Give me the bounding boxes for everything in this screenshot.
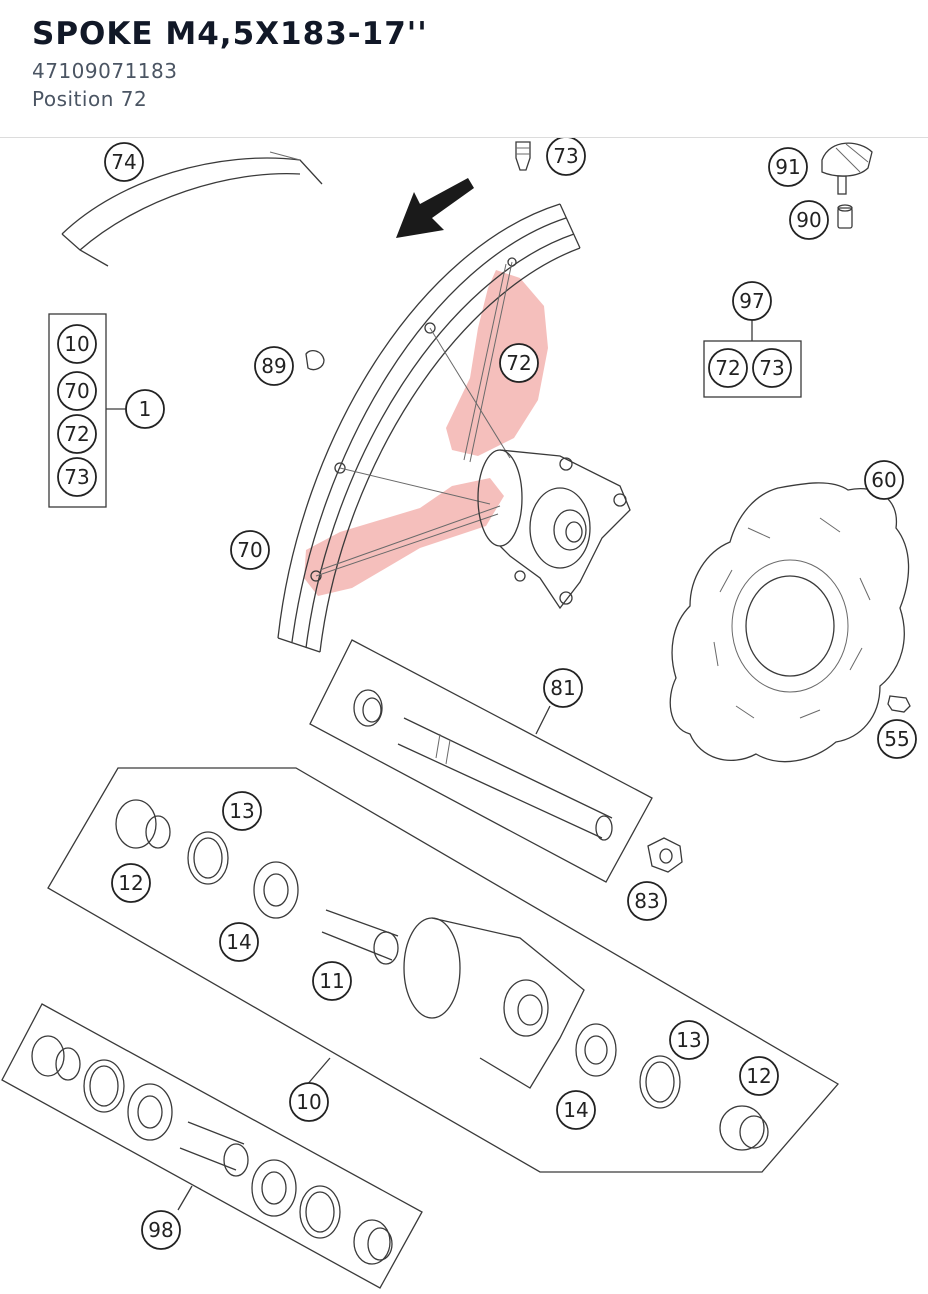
callout-13-left[interactable]: 13 [222,791,262,831]
valve-nipple-part [515,141,531,171]
svg-text:98: 98 [148,1218,173,1242]
brake-disc [669,482,910,763]
svg-text:73: 73 [64,465,89,489]
callout-97-72[interactable]: 72 [708,348,748,388]
svg-text:72: 72 [64,422,89,446]
svg-text:12: 12 [118,871,143,895]
svg-text:90: 90 [796,208,821,232]
callout-55[interactable]: 55 [877,719,917,759]
svg-text:70: 70 [64,379,89,403]
callout-13-right[interactable]: 13 [669,1020,709,1060]
svg-text:97: 97 [739,289,764,313]
part-position: Position 72 [32,87,148,111]
svg-text:89: 89 [261,354,286,378]
callout-group-70[interactable]: 70 [57,371,97,411]
part-header: SPOKE M4,5X183-17'' 47109071183 Position… [0,0,928,138]
set-97-box [703,318,802,398]
callout-70-rim[interactable]: 70 [230,530,270,570]
callout-60[interactable]: 60 [864,460,904,500]
svg-text:55: 55 [884,727,909,751]
valve-nut-part [837,204,853,229]
callout-72-spoke[interactable]: 72 [499,343,539,383]
group-1-box [48,313,126,508]
svg-text:91: 91 [775,155,800,179]
callout-97-73[interactable]: 73 [752,348,792,388]
svg-text:13: 13 [676,1028,701,1052]
svg-text:60: 60 [871,468,896,492]
svg-text:73: 73 [553,144,578,168]
axle-nut-part [647,837,683,873]
valve-cap-part [821,142,873,195]
wheel-hub [477,449,631,610]
callout-97[interactable]: 97 [732,281,772,321]
disc-bolt-part [887,695,911,713]
callout-90[interactable]: 90 [789,200,829,240]
highlighted-spoke-lower[interactable] [304,478,504,596]
callout-89[interactable]: 89 [254,346,294,386]
svg-text:14: 14 [563,1098,588,1122]
balance-weight-part [305,349,325,371]
rim-strip-part [61,151,323,267]
callout-83[interactable]: 83 [627,881,667,921]
svg-text:10: 10 [64,332,89,356]
exploded-parts-diagram: 74 73 91 90 97 72 73 89 72 10 70 72 73 1… [0,136,928,1290]
svg-text:1: 1 [139,397,152,421]
rotation-direction-arrow [396,178,474,238]
callout-74[interactable]: 74 [104,142,144,182]
part-title: SPOKE M4,5X183-17'' [32,16,428,52]
callout-11[interactable]: 11 [312,961,352,1001]
svg-text:72: 72 [715,356,740,380]
callout-group-10[interactable]: 10 [57,324,97,364]
svg-text:11: 11 [319,969,344,993]
svg-text:72: 72 [506,351,531,375]
kit-98-box [1,1003,423,1289]
svg-text:10: 10 [296,1090,321,1114]
callout-1[interactable]: 1 [125,389,165,429]
callout-12-right[interactable]: 12 [739,1056,779,1096]
svg-text:13: 13 [229,799,254,823]
callout-91[interactable]: 91 [768,147,808,187]
part-number: 47109071183 [32,59,178,83]
svg-text:74: 74 [111,150,136,174]
callout-10-hub[interactable]: 10 [289,1082,329,1122]
callout-98[interactable]: 98 [141,1210,181,1250]
callout-14-left[interactable]: 14 [219,922,259,962]
svg-text:70: 70 [237,538,262,562]
callout-12-left[interactable]: 12 [111,863,151,903]
spokes [315,261,513,577]
svg-text:12: 12 [746,1064,771,1088]
svg-text:14: 14 [226,930,251,954]
callout-73-valve[interactable]: 73 [546,136,586,176]
callout-group-73[interactable]: 73 [57,457,97,497]
svg-text:83: 83 [634,889,659,913]
callout-group-72[interactable]: 72 [57,414,97,454]
highlighted-spoke-upper[interactable] [446,270,548,456]
callout-81[interactable]: 81 [543,668,583,708]
callout-14-right[interactable]: 14 [556,1090,596,1130]
hub-group-box [47,767,840,1173]
svg-text:73: 73 [759,356,784,380]
svg-text:81: 81 [550,676,575,700]
axle-box [309,639,653,883]
